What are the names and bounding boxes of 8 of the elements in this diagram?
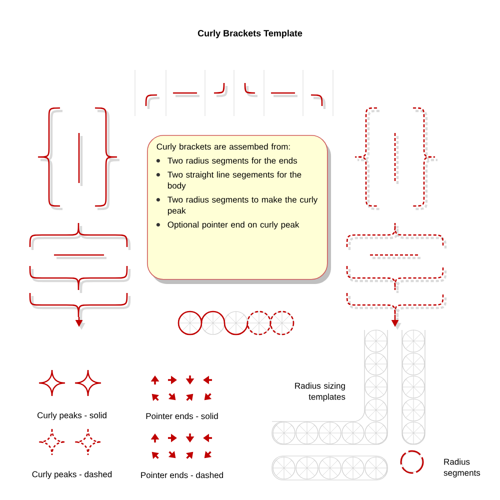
caption: Radius sizing templates (295, 382, 346, 402)
caption: Radius segments (444, 458, 480, 478)
note-box: Curly brackets are assembed from: Two radius segments for the ends Two straight line segements for the body Two radius segments to make the curly peak Optional pointer end on curly peak (147, 135, 331, 284)
caption: Pointer ends - solid (146, 412, 218, 420)
caption: Pointer ends - dashed (141, 472, 224, 478)
caption: Curly peaks - solid (37, 412, 106, 420)
title: Curly Brackets Template (198, 30, 302, 38)
caption: Curly peaks - dashed (32, 471, 112, 479)
